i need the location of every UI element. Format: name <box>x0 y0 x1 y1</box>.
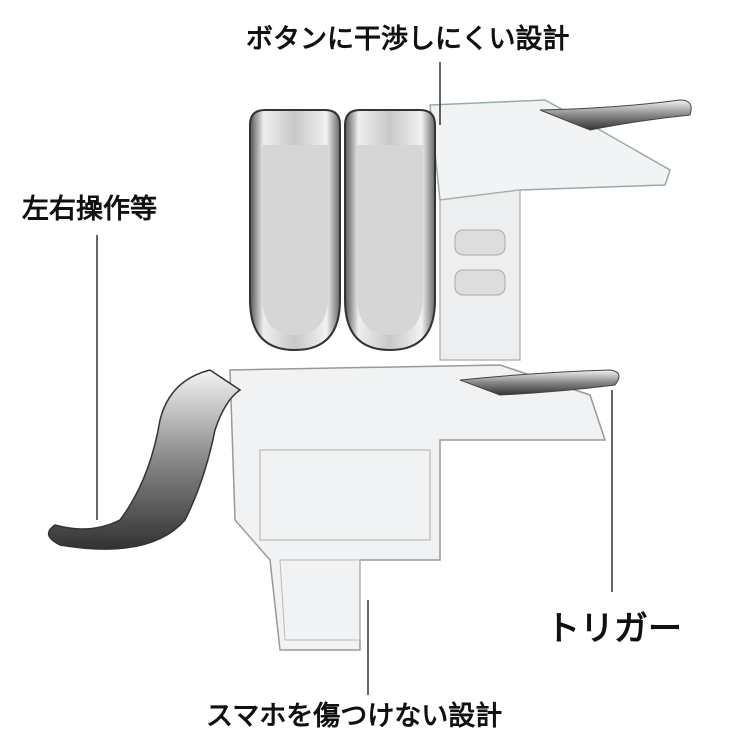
callout-bottom-label: スマホを傷つけない設計 <box>206 701 503 732</box>
callout-right-label: トリガー <box>546 609 682 649</box>
callout-left-label: 左右操作等 <box>22 194 157 225</box>
metal-button-left <box>249 109 341 352</box>
lower-housing <box>229 364 620 651</box>
upper-housing <box>429 99 692 361</box>
side-lever <box>47 369 242 550</box>
callout-top-label: ボタンに干渉しにくい設計 <box>246 24 570 55</box>
metal-button-right <box>344 109 436 352</box>
